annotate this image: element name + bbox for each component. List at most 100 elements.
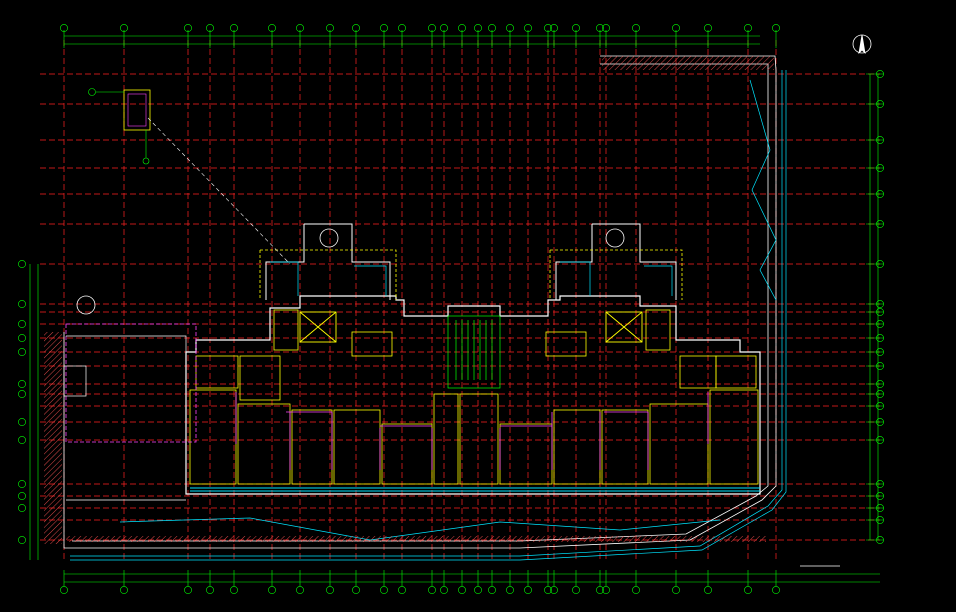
axis-bubble [506, 24, 514, 32]
axis-bubble [876, 418, 884, 426]
axis-bubble [744, 24, 752, 32]
axis-bubble [440, 24, 448, 32]
axis-bubble [876, 436, 884, 444]
axis-bubble [18, 334, 26, 342]
axis-bubble [206, 586, 214, 594]
axis-bubble [572, 586, 580, 594]
axis-bubble [488, 586, 496, 594]
axis-bubble [326, 24, 334, 32]
axis-bubble [876, 492, 884, 500]
axis-bubble [876, 504, 884, 512]
axis-bubble [602, 586, 610, 594]
axis-bubble [458, 586, 466, 594]
elevator-symbol-icons [76, 228, 625, 315]
axis-bubble [18, 480, 26, 488]
axis-bubble [506, 586, 514, 594]
axis-bubble [876, 260, 884, 268]
axis-bubble [268, 586, 276, 594]
axis-bubble [120, 586, 128, 594]
axis-bubble [876, 300, 884, 308]
axis-bubble [876, 362, 884, 370]
axis-bubble [602, 24, 610, 32]
axis-bubble [744, 586, 752, 594]
axis-bubble [60, 24, 68, 32]
detail-callout [88, 88, 291, 265]
axis-bubble [18, 504, 26, 512]
axis-bubble [876, 70, 884, 78]
axis-bubble [672, 586, 680, 594]
axis-bubble [876, 334, 884, 342]
axis-bubbles [18, 24, 884, 594]
axis-bubble [18, 492, 26, 500]
axis-bubble [18, 380, 26, 388]
hatched-walls [44, 56, 774, 544]
axis-bubble [398, 24, 406, 32]
axis-bubble [876, 320, 884, 328]
axis-bubble [326, 586, 334, 594]
axis-bubble [230, 586, 238, 594]
axis-bubble [380, 24, 388, 32]
axis-bubble [550, 24, 558, 32]
axis-bubble [876, 536, 884, 544]
axis-bubble [184, 586, 192, 594]
axis-bubble [876, 308, 884, 316]
axis-bubble [876, 390, 884, 398]
axis-bubble [876, 480, 884, 488]
axis-bubble [206, 24, 214, 32]
axis-bubble [632, 586, 640, 594]
axis-bubble [544, 586, 552, 594]
axis-bubble [18, 300, 26, 308]
axis-bubble [352, 24, 360, 32]
axis-bubble [458, 24, 466, 32]
axis-bubble [18, 418, 26, 426]
building-plan [63, 223, 761, 501]
right-curtain-wall [70, 70, 787, 561]
axis-bubble [18, 260, 26, 268]
axis-bubble [18, 320, 26, 328]
axis-bubble [596, 24, 604, 32]
axis-bubble [772, 586, 780, 594]
axis-bubble [876, 164, 884, 172]
axis-bubble [572, 24, 580, 32]
axis-bubble [876, 380, 884, 388]
axis-bubble [876, 516, 884, 524]
axis-bubble [876, 190, 884, 198]
axis-bubble [296, 586, 304, 594]
axis-bubble [672, 24, 680, 32]
axis-bubble [704, 586, 712, 594]
axis-bubble [352, 586, 360, 594]
axis-bubble [704, 24, 712, 32]
axis-bubble [474, 24, 482, 32]
axis-bubble [488, 24, 496, 32]
axis-grid [40, 40, 880, 560]
axis-bubble [18, 436, 26, 444]
axis-bubble [876, 100, 884, 108]
axis-bubble [18, 536, 26, 544]
north-arrow-icon [852, 34, 872, 55]
axis-bubble [524, 586, 532, 594]
dimension-lines [29, 30, 884, 586]
axis-bubble [428, 586, 436, 594]
axis-bubble [772, 24, 780, 32]
axis-bubble [550, 586, 558, 594]
axis-bubble [184, 24, 192, 32]
axis-bubble [876, 136, 884, 144]
axis-bubble [596, 586, 604, 594]
axis-bubble [632, 24, 640, 32]
axis-bubble [296, 24, 304, 32]
axis-bubble [120, 24, 128, 32]
axis-bubble [268, 24, 276, 32]
axis-bubble [876, 402, 884, 410]
axis-bubble [544, 24, 552, 32]
axis-bubble [398, 586, 406, 594]
axis-bubble [380, 586, 388, 594]
axis-bubble [524, 24, 532, 32]
axis-bubble [876, 348, 884, 356]
axis-bubble [876, 220, 884, 228]
axis-bubble [230, 24, 238, 32]
axis-bubble [428, 24, 436, 32]
axis-bubble [440, 586, 448, 594]
axis-bubble [60, 586, 68, 594]
axis-bubble [474, 586, 482, 594]
